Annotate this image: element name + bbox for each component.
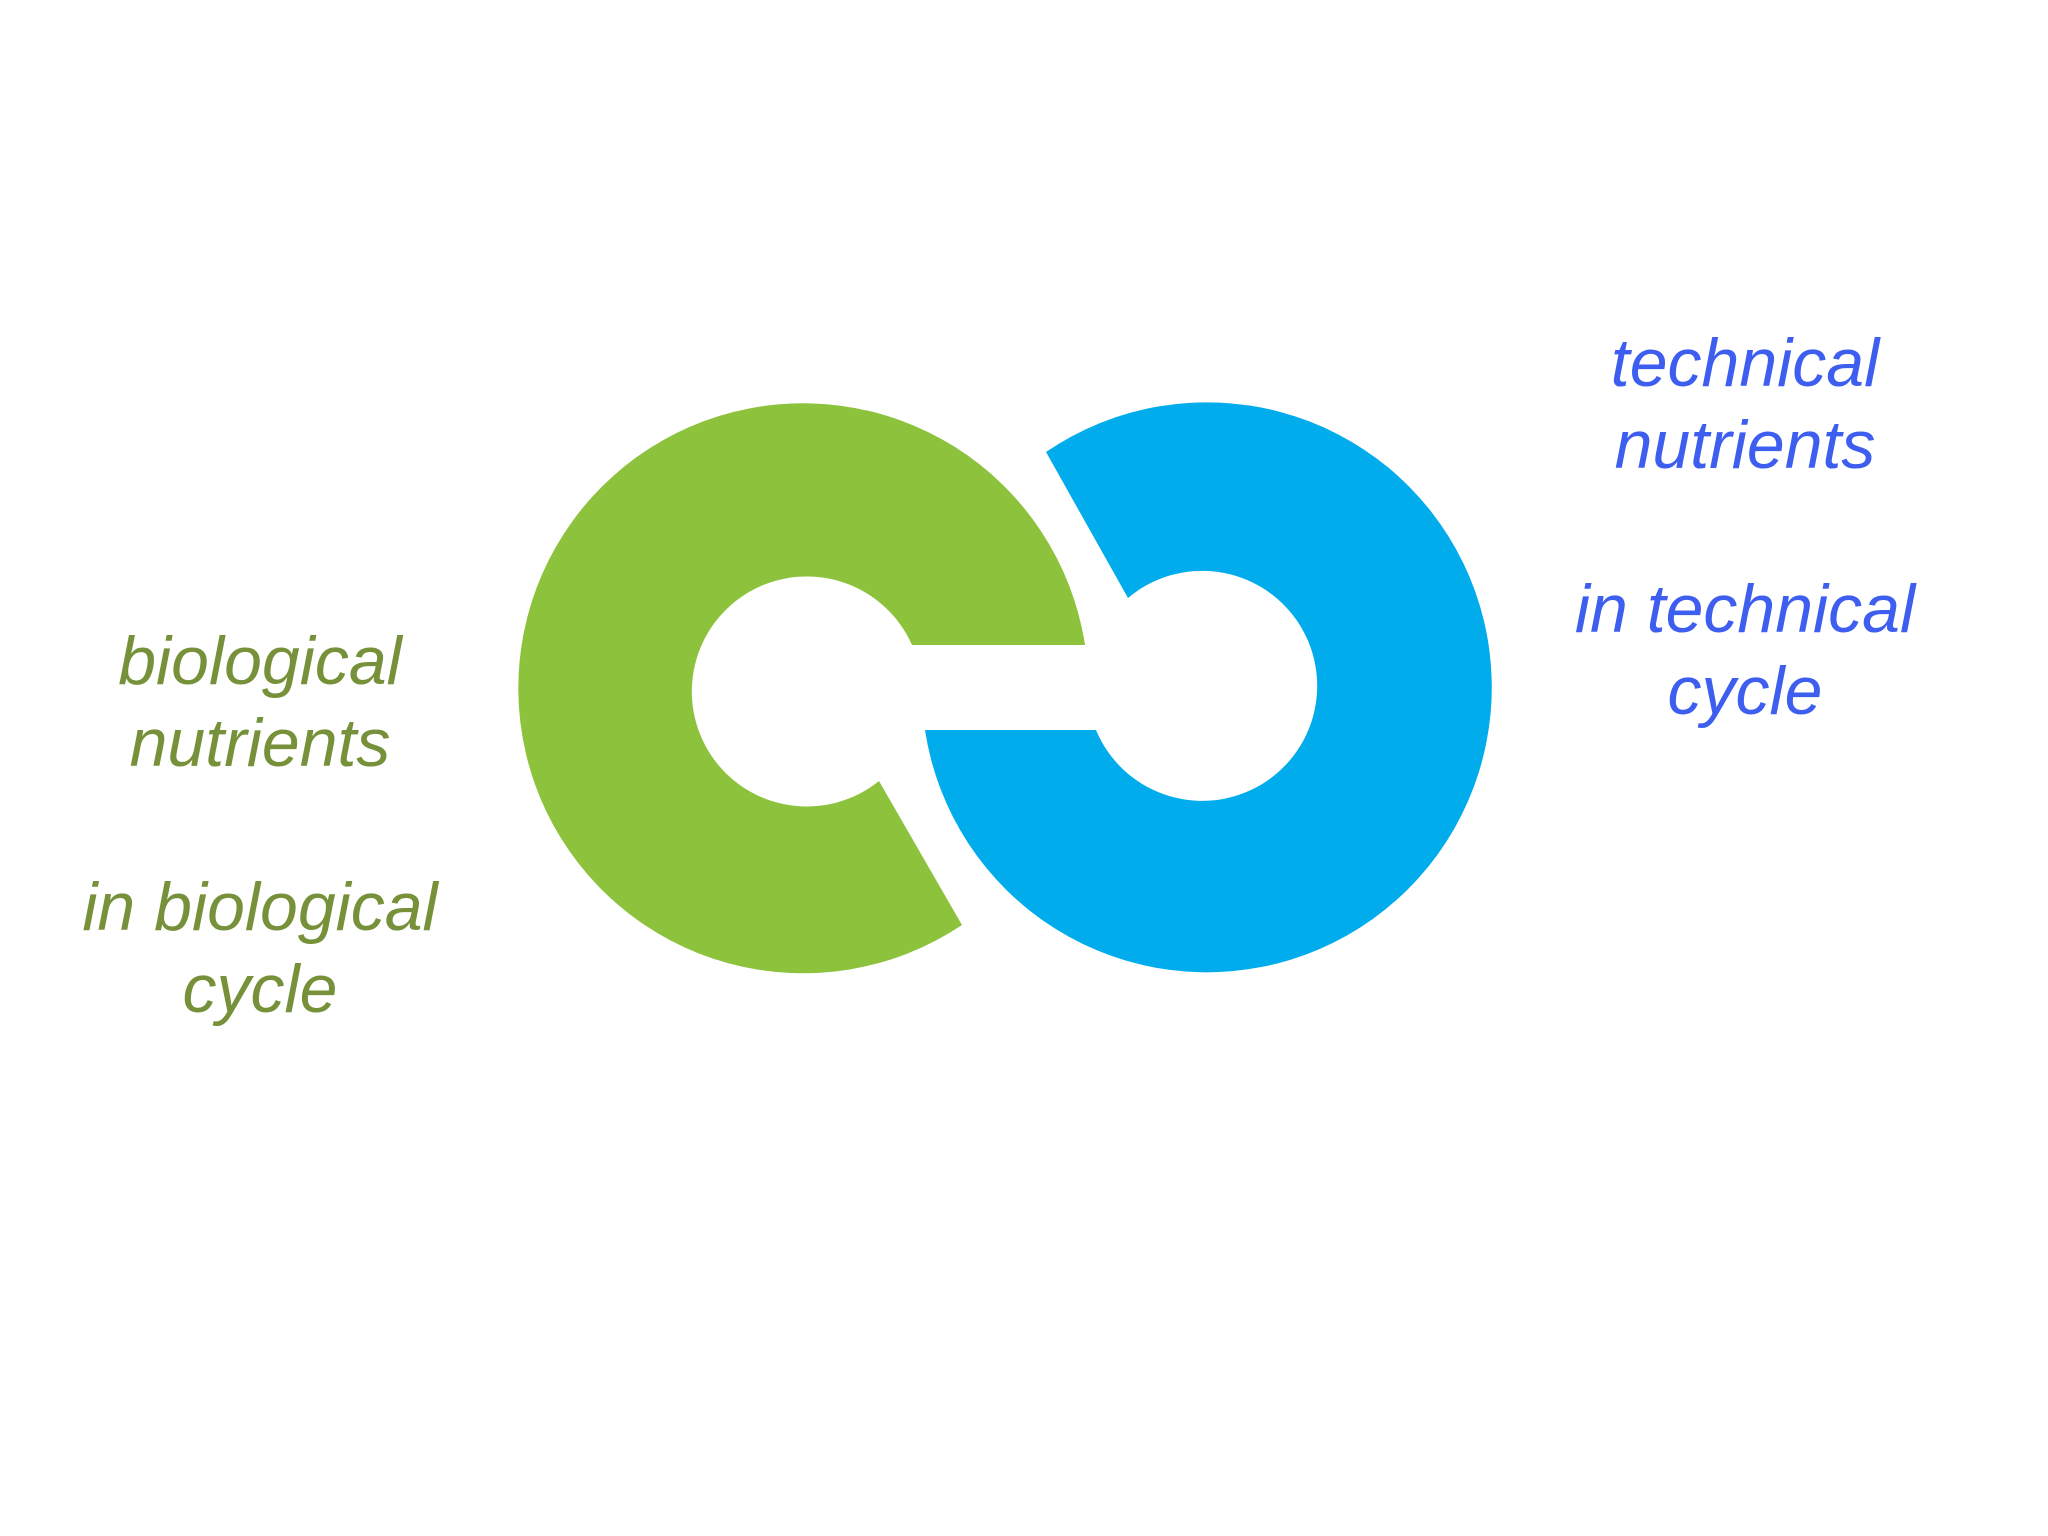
biological-nutrients-label: biological nutrients in biological cycle — [40, 620, 480, 1030]
technical-nutrients-label: technical nutrients in technical cycle — [1520, 322, 1970, 732]
technical-line-4: cycle — [1667, 653, 1823, 729]
technical-line-1: technical — [1610, 325, 1880, 401]
technical-line-2: nutrients — [1614, 407, 1876, 483]
technical-cycle-ring — [925, 402, 1492, 973]
biological-line-2: nutrients — [129, 705, 391, 781]
biological-cycle-ring — [518, 403, 1085, 974]
biological-line-3: in biological — [82, 869, 438, 945]
technical-line-3: in technical — [1574, 571, 1916, 647]
biological-line-4: cycle — [182, 951, 338, 1027]
biological-line-1: biological — [118, 623, 402, 699]
